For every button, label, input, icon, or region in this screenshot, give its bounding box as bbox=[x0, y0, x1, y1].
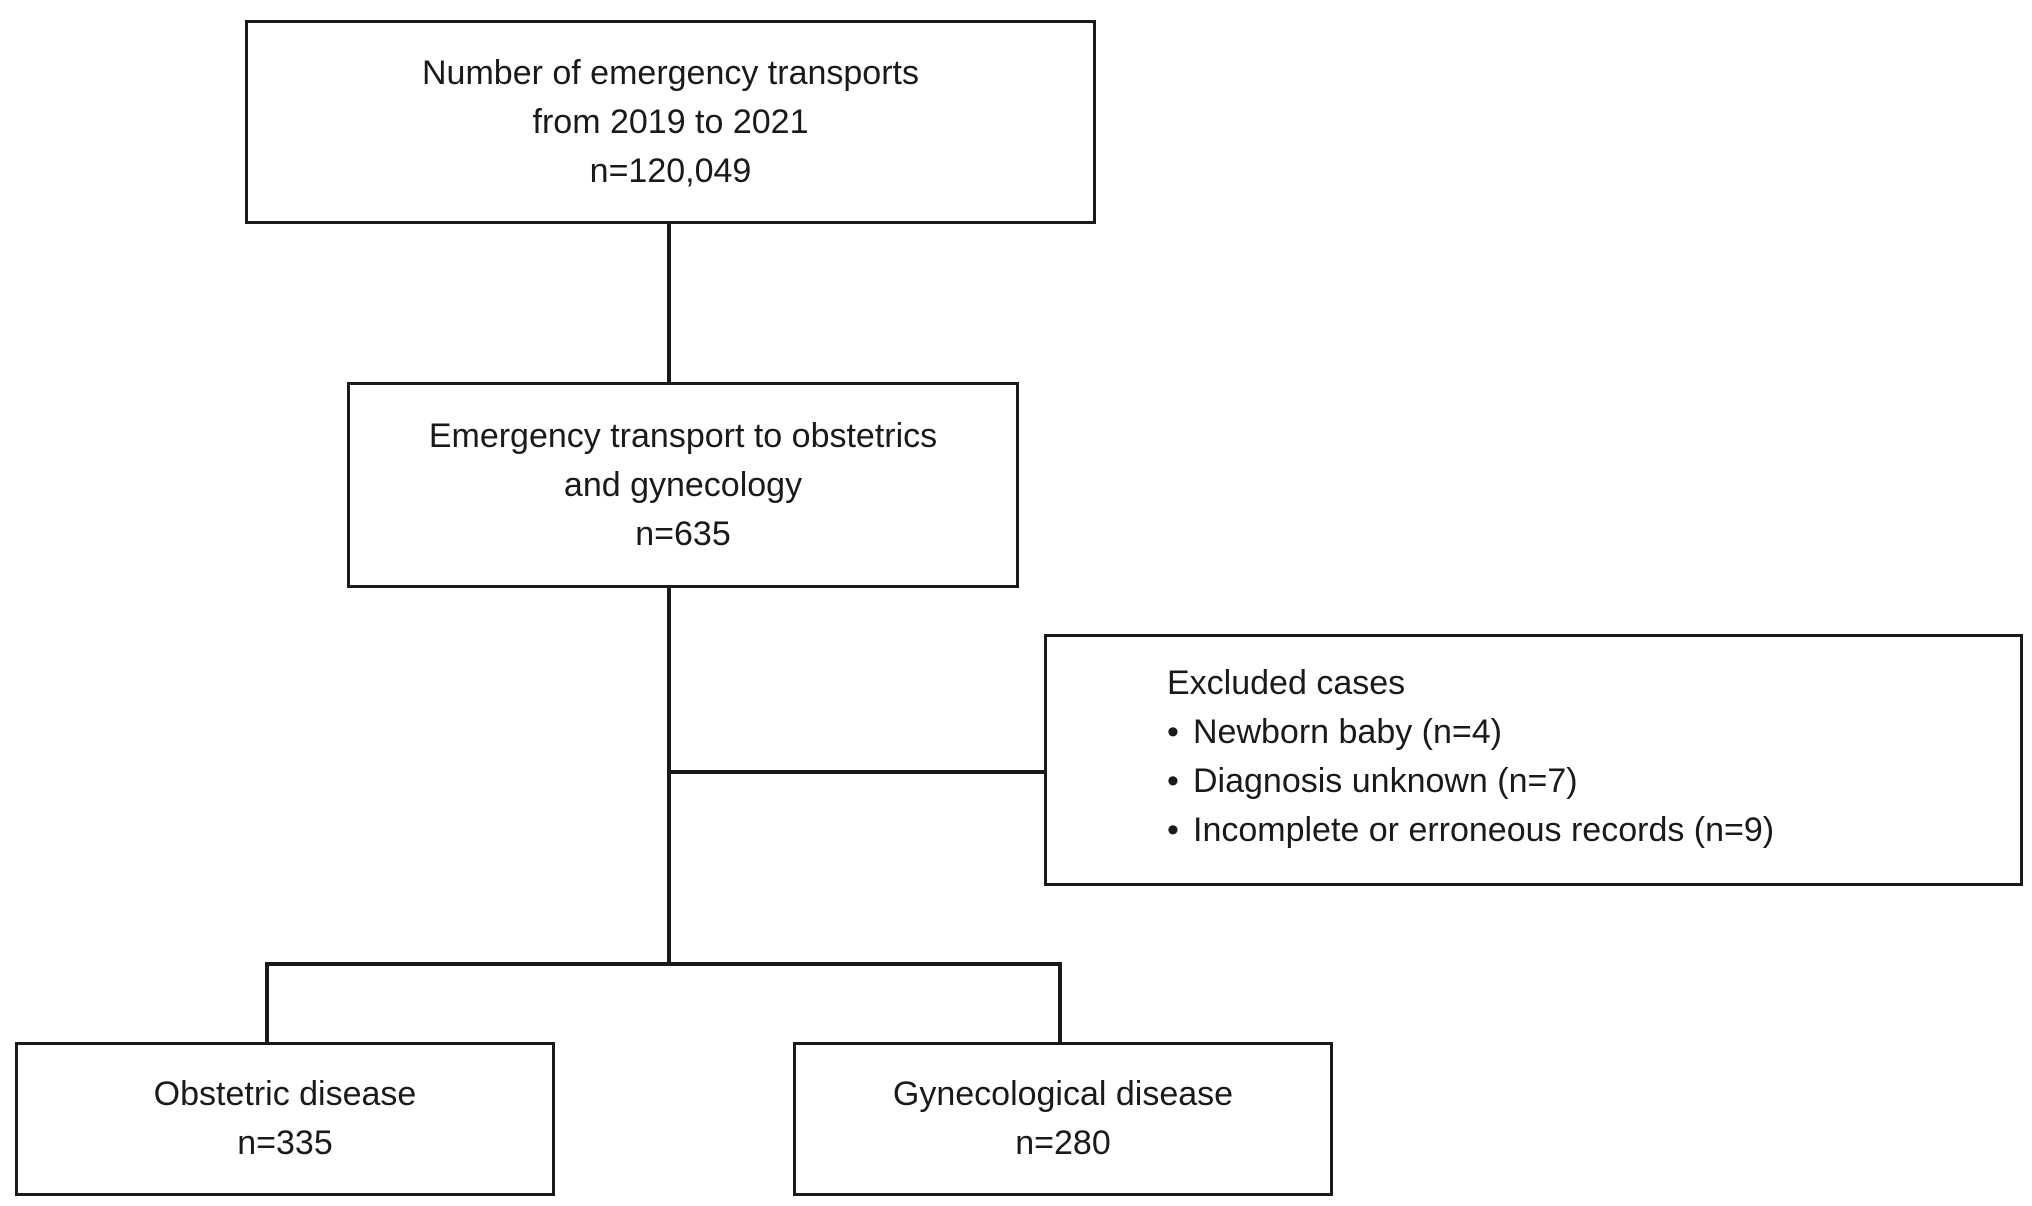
excluded-item-label: Incomplete or erroneous records (n=9) bbox=[1193, 811, 1775, 849]
excluded-item-label: Diagnosis unknown (n=7) bbox=[1193, 762, 1578, 800]
excluded-item-newborn: • Newborn baby (n=4) bbox=[1167, 708, 1774, 757]
excluded-cases-content: Excluded cases • Newborn baby (n=4) • Di… bbox=[1167, 659, 1774, 855]
gynecological-disease-count: n=280 bbox=[1015, 1124, 1111, 1162]
total-transports-line2: from 2019 to 2021 bbox=[532, 102, 809, 141]
connector-obgyn-to-split bbox=[667, 586, 671, 966]
obgyn-transports-line1: Emergency transport to obstetrics bbox=[428, 416, 938, 455]
bullet-icon: • bbox=[1167, 811, 1179, 849]
total-transports-line1: Number of emergency transports bbox=[422, 53, 919, 92]
total-transports-count: n=120,049 bbox=[589, 151, 752, 190]
excluded-item-diagnosis-unknown: • Diagnosis unknown (n=7) bbox=[1167, 757, 1774, 806]
connector-to-obstetric bbox=[265, 962, 269, 1044]
excluded-cases-list: • Newborn baby (n=4) • Diagnosis unknown… bbox=[1167, 708, 1774, 855]
obgyn-transports-line2: and gynecology bbox=[563, 465, 803, 504]
excluded-item-label: Newborn baby (n=4) bbox=[1193, 713, 1503, 751]
gynecological-disease-label: Gynecological disease bbox=[892, 1075, 1234, 1113]
excluded-item-incomplete-records: • Incomplete or erroneous records (n=9) bbox=[1167, 806, 1774, 855]
connector-total-to-obgyn bbox=[667, 222, 671, 384]
obstetric-disease-label: Obstetric disease bbox=[153, 1075, 417, 1113]
connector-to-gynecological bbox=[1058, 962, 1062, 1044]
obstetric-disease-count: n=335 bbox=[237, 1124, 333, 1162]
obstetric-disease-box: Obstetric disease n=335 bbox=[15, 1042, 555, 1196]
gynecological-disease-box: Gynecological disease n=280 bbox=[793, 1042, 1333, 1196]
connector-to-excluded bbox=[671, 770, 1044, 774]
excluded-cases-box: Excluded cases • Newborn baby (n=4) • Di… bbox=[1044, 634, 2023, 886]
connector-split-horizontal bbox=[265, 962, 1062, 966]
bullet-icon: • bbox=[1167, 762, 1179, 800]
obgyn-transports-box: Emergency transport to obstetrics and gy… bbox=[347, 382, 1019, 588]
obgyn-transports-count: n=635 bbox=[635, 514, 731, 553]
total-transports-box: Number of emergency transports from 2019… bbox=[245, 20, 1096, 224]
bullet-icon: • bbox=[1167, 713, 1179, 751]
excluded-cases-title: Excluded cases bbox=[1167, 664, 1406, 702]
